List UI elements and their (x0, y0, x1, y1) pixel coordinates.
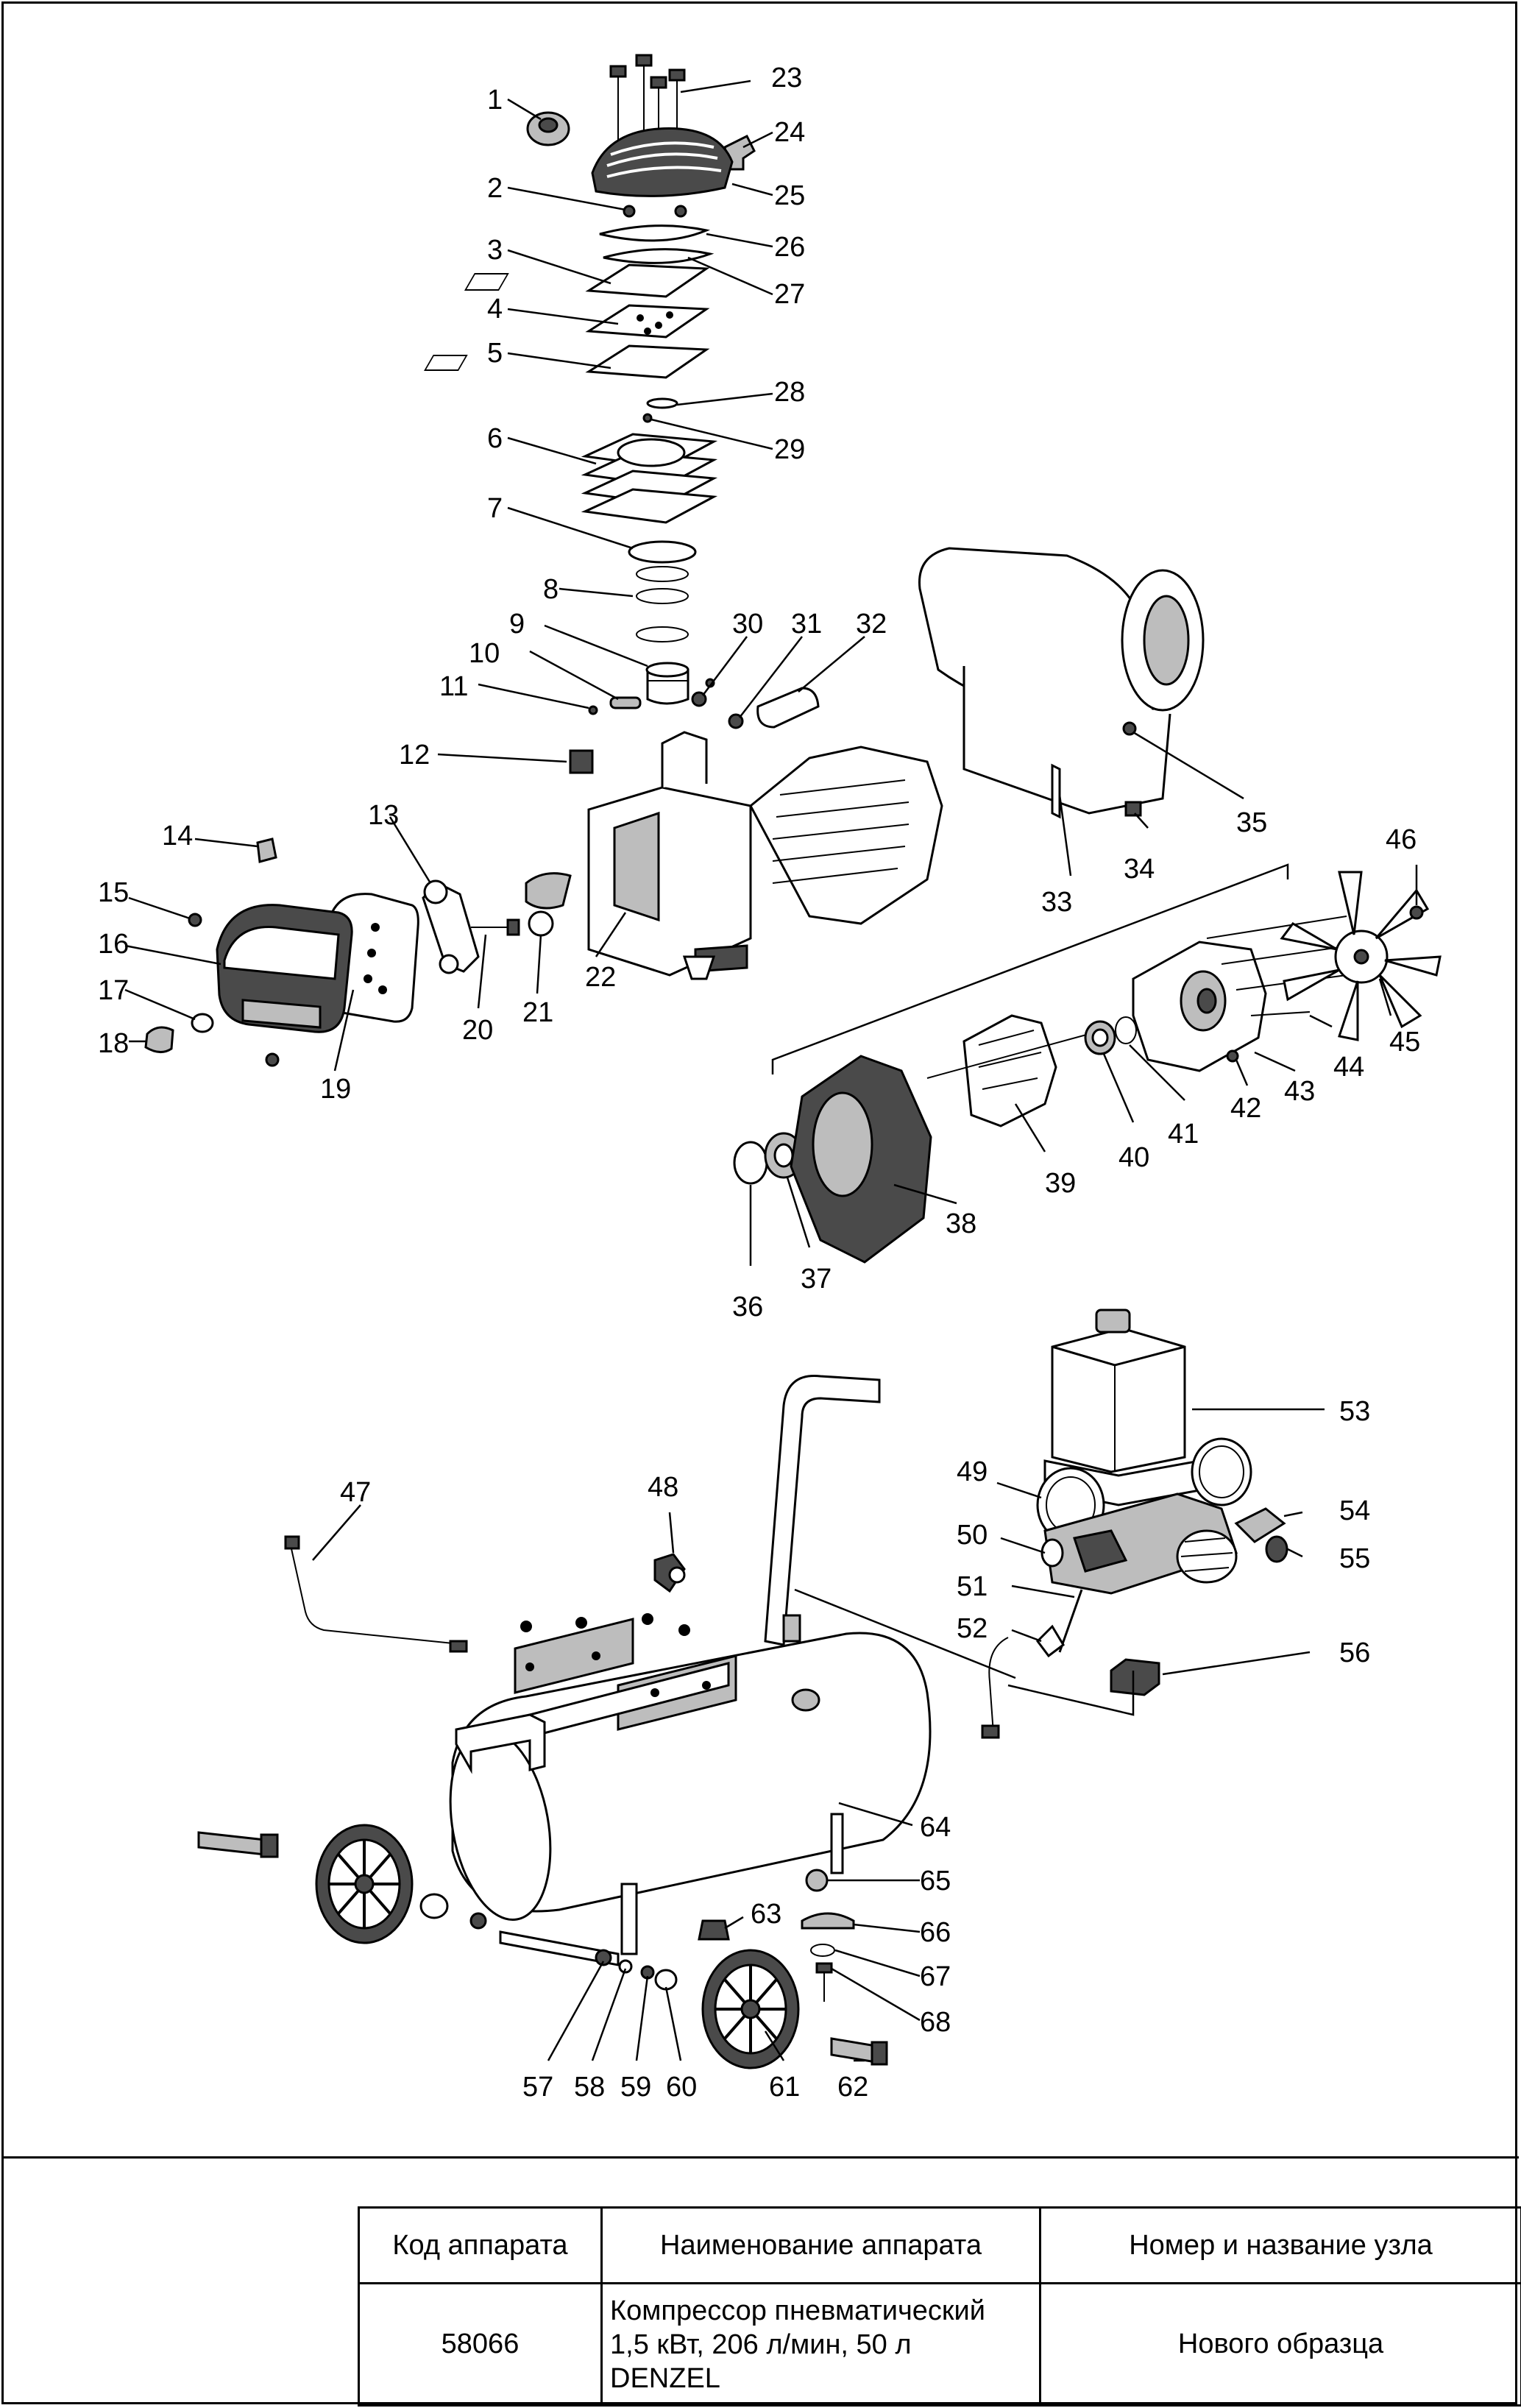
callout-62: 62 (837, 2072, 868, 2103)
name-line-2: 1,5 кВт, 206 л/мин, 50 л (610, 2329, 912, 2360)
callout-30: 30 (732, 609, 763, 640)
callout-63: 63 (751, 1899, 781, 1930)
callout-39: 39 (1045, 1168, 1076, 1199)
callout-45: 45 (1389, 1027, 1420, 1058)
callout-50: 50 (957, 1520, 988, 1551)
callout-26: 26 (774, 232, 805, 263)
callout-13: 13 (368, 800, 399, 831)
callout-43: 43 (1284, 1076, 1315, 1107)
callout-17: 17 (98, 975, 129, 1006)
callout-2: 2 (487, 173, 503, 204)
cylinder-head-assembly (424, 54, 756, 715)
callout-65: 65 (920, 1866, 951, 1897)
callout-19: 19 (320, 1074, 351, 1105)
callout-58: 58 (574, 2072, 605, 2103)
callout-6: 6 (487, 423, 503, 454)
table-header-row: Код аппарата Наименование аппарата Номер… (358, 2206, 1521, 2284)
name-line-3: DENZEL (610, 2362, 720, 2394)
callout-4: 4 (487, 294, 503, 325)
callout-53: 53 (1339, 1396, 1370, 1427)
callout-24: 24 (774, 117, 805, 148)
info-table: Код аппарата Наименование аппарата Номер… (358, 2206, 1521, 2407)
callout-21: 21 (522, 997, 553, 1028)
header-name: Наименование аппарата (600, 2206, 1041, 2284)
callout-52: 52 (957, 1613, 988, 1644)
callout-33: 33 (1041, 887, 1072, 918)
callout-36: 36 (732, 1292, 763, 1322)
callout-44: 44 (1333, 1052, 1364, 1083)
callout-49: 49 (957, 1456, 988, 1487)
callout-35: 35 (1236, 807, 1267, 838)
callout-61: 61 (769, 2072, 800, 2103)
fan-cover-assembly (918, 547, 1205, 819)
callout-68: 68 (920, 2007, 951, 2038)
callout-56: 56 (1339, 1637, 1370, 1668)
callout-60: 60 (666, 2072, 697, 2103)
callout-27: 27 (774, 279, 805, 310)
callout-10: 10 (469, 638, 500, 669)
callout-labels: 1 2 3 4 5 6 7 8 9 10 11 12 13 14 15 16 1… (98, 63, 1420, 2103)
callout-46: 46 (1386, 824, 1417, 855)
tank-assembly (197, 1375, 932, 2069)
callout-8: 8 (543, 574, 559, 605)
callout-7: 7 (487, 493, 503, 524)
callout-42: 42 (1230, 1093, 1261, 1124)
callout-64: 64 (920, 1812, 951, 1843)
cell-node: Нового образца (1039, 2282, 1521, 2407)
callout-34: 34 (1124, 854, 1155, 885)
callout-41: 41 (1168, 1119, 1199, 1150)
callout-51: 51 (957, 1571, 988, 1602)
header-code: Код аппарата (358, 2206, 603, 2284)
callout-57: 57 (522, 2072, 553, 2103)
callout-32: 32 (856, 609, 887, 640)
callout-54: 54 (1339, 1495, 1370, 1526)
callout-28: 28 (774, 377, 805, 408)
cell-code: 58066 (358, 2282, 603, 2407)
table-row: 58066 Компрессор пневматический 1,5 кВт,… (358, 2282, 1521, 2407)
callout-29: 29 (774, 434, 805, 465)
callout-55: 55 (1339, 1543, 1370, 1574)
callout-25: 25 (774, 180, 805, 211)
callout-18: 18 (98, 1028, 129, 1059)
callout-67: 67 (920, 1961, 951, 1992)
callout-15: 15 (98, 877, 129, 908)
callout-1: 1 (487, 85, 503, 116)
callout-66: 66 (920, 1917, 951, 1948)
callout-23: 23 (771, 63, 802, 93)
callout-37: 37 (801, 1264, 832, 1295)
name-line-1: Компрессор пневматический (610, 2295, 986, 2326)
callout-5: 5 (487, 338, 503, 369)
callout-40: 40 (1118, 1142, 1149, 1173)
callout-47: 47 (340, 1477, 371, 1508)
callout-11: 11 (439, 671, 468, 702)
callout-31: 31 (791, 609, 822, 640)
callout-12: 12 (399, 740, 430, 771)
callout-20: 20 (462, 1015, 493, 1046)
callout-48: 48 (648, 1472, 678, 1503)
cell-name: Компрессор пневматический 1,5 кВт, 206 л… (600, 2282, 1041, 2407)
callout-9: 9 (509, 609, 525, 640)
callout-16: 16 (98, 929, 129, 960)
header-node: Номер и название узла (1039, 2206, 1521, 2284)
callout-38: 38 (946, 1208, 976, 1239)
motor-assembly (733, 863, 1442, 1264)
callout-59: 59 (620, 2072, 651, 2103)
leader-lines (124, 79, 1418, 2062)
pressure-switch-assembly (794, 1309, 1288, 1739)
crankcase-assembly (144, 687, 943, 1067)
callout-3: 3 (487, 235, 503, 266)
divider-line (1, 2156, 1519, 2159)
callout-22: 22 (585, 962, 616, 993)
callout-14: 14 (162, 821, 193, 851)
